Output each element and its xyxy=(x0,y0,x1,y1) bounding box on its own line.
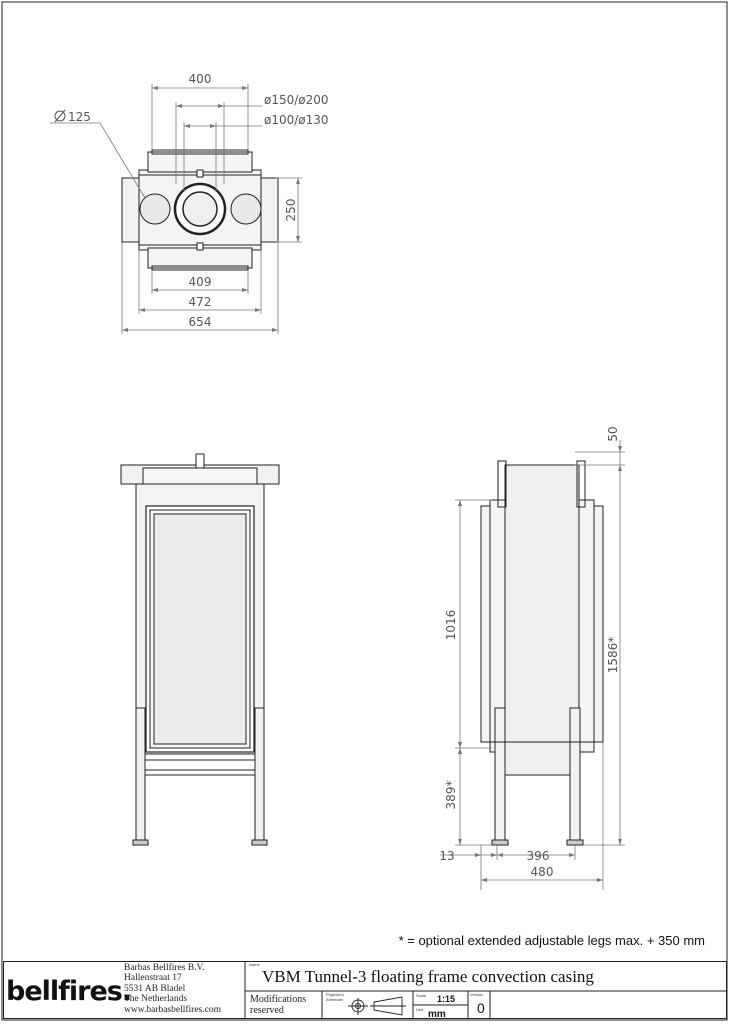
address-line: 5531 AB Bladel xyxy=(124,983,186,994)
version-label: Version xyxy=(470,992,484,997)
address-line: The Netherlands xyxy=(124,994,188,1005)
conv-right-circle xyxy=(230,193,262,225)
diameter-symbol-icon xyxy=(54,109,66,123)
side-view xyxy=(480,460,604,846)
conv-left-circle xyxy=(139,193,171,225)
company-address: Barbas Bellfires B.V. Hallenstraat 17 55… xyxy=(124,963,246,1015)
unit-label: Unit xyxy=(416,1007,424,1012)
bellfires-logo: bellfires. xyxy=(6,976,132,1007)
side-view-dimensions xyxy=(440,440,625,890)
title-block xyxy=(3,961,727,1019)
dim-depth: 250 xyxy=(284,199,298,222)
dim-conv-diameter: 125 xyxy=(68,110,91,124)
address-line: www.barbasbellfires.com xyxy=(124,1004,221,1015)
dim-flue-outer: ø150/ø200 xyxy=(264,93,329,107)
projection-symbol-icon xyxy=(348,996,406,1016)
dim-w480: 480 xyxy=(531,865,554,879)
titleblock-grid xyxy=(244,961,727,1019)
flue-inner-circle xyxy=(182,191,218,227)
dim-flue-inner: ø100/ø130 xyxy=(264,113,329,127)
address-line: Barbas Bellfires B.V. xyxy=(124,963,205,973)
dim-top-width: 400 xyxy=(189,72,212,86)
modifications-line: reserved xyxy=(250,1005,284,1016)
dim-h389: 389* xyxy=(444,781,458,810)
modifications-note: Modifications reserved xyxy=(250,994,320,1016)
legs-note: * = optional extended adjustable legs ma… xyxy=(398,933,705,948)
side-view-arrows xyxy=(458,446,622,882)
top-view-dimensions xyxy=(50,84,302,334)
projection-label: Projection xyxy=(326,992,344,997)
address-line: Hallenstraat 17 xyxy=(124,973,182,984)
top-view-arrows xyxy=(122,86,300,332)
top-view xyxy=(121,149,279,271)
scale-label: Scale xyxy=(416,993,427,998)
dim-w409: 409 xyxy=(189,275,212,289)
scale-value: 1:15 xyxy=(437,994,456,1004)
dim-h1586: 1586* xyxy=(606,637,620,674)
drawing-title: VBM Tunnel-3 floating frame convection c… xyxy=(262,967,594,986)
modifications-line: Modifications xyxy=(250,994,307,1005)
front-view xyxy=(120,453,280,846)
dim-w13: 13 xyxy=(439,849,454,863)
dim-w654: 654 xyxy=(189,315,212,329)
dim-h50: 50 xyxy=(606,426,620,441)
dim-w472: 472 xyxy=(189,295,212,309)
unit-value: mm xyxy=(428,1009,446,1020)
name-label: Name xyxy=(249,962,260,967)
projection-type: American xyxy=(326,997,343,1002)
dim-h1016: 1016 xyxy=(444,610,458,641)
version-value: 0 xyxy=(477,1000,485,1016)
dim-w396: 396 xyxy=(527,849,550,863)
